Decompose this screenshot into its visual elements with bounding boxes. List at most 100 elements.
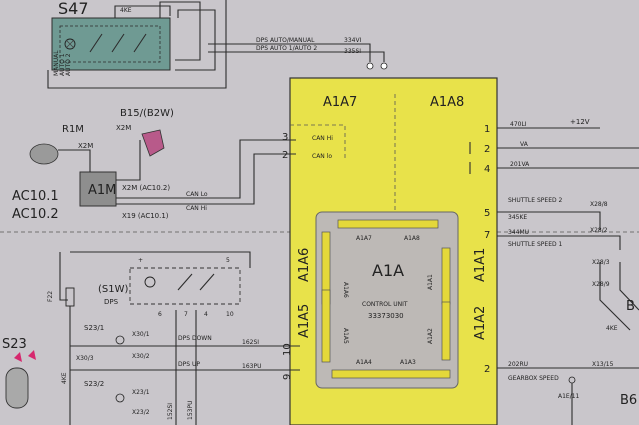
x30-3-label: X30/3 <box>76 355 94 362</box>
r1m-wire <box>58 149 91 172</box>
chip-a1a1: A1A1 <box>427 274 434 290</box>
r1m-label: R1M <box>62 124 84 135</box>
cu-divider-a1a7 <box>290 124 346 160</box>
cu-can-hi-label: CAN Hi <box>312 135 333 142</box>
cu-pin9-label: 9 <box>282 374 293 380</box>
a1m-label: A1M <box>88 183 116 198</box>
right-pin2: 2 <box>484 144 490 155</box>
f22-feed-wire <box>59 252 68 301</box>
x30-1-label: X30/1 <box>132 331 150 338</box>
connector-a1a2 <box>441 301 451 361</box>
wire-344mu <box>497 235 621 250</box>
x28-wire-down-b <box>619 262 639 311</box>
x19-label: X19 (AC10.1) <box>122 212 169 220</box>
s1w-pin-4: 4 <box>204 311 208 318</box>
chip-a1a8: A1A8 <box>404 235 420 242</box>
x28-3-label: X28/3 <box>592 259 610 266</box>
s23-joystick-icon <box>5 367 29 409</box>
s47-wire-right-b <box>175 9 216 71</box>
chip-control-unit-label: CONTROL UNIT <box>362 301 408 308</box>
bottom-4ke-label: 4KE <box>61 372 68 384</box>
s23-1-button-icon <box>115 335 125 345</box>
s1w-contact-a <box>177 273 193 291</box>
control-unit-chip <box>315 211 459 389</box>
cu-can-lo-label: CAN lo <box>312 153 332 160</box>
s47-contact-2 <box>111 33 125 53</box>
s47-wire-top <box>114 5 171 18</box>
right-4ke-label: 4KE <box>606 325 618 332</box>
right-pin1: 1 <box>484 124 490 135</box>
cu-a1a8-label: A1A8 <box>430 95 464 110</box>
s1w-pin-7: 7 <box>184 311 188 318</box>
b15-wire <box>116 140 141 181</box>
right-pin2b: 2 <box>484 364 490 375</box>
shuttle-speed2-label: SHUTTLE SPEED 2 <box>508 197 563 204</box>
wire-va-label: VA <box>520 141 529 148</box>
cu-pin2-left: 2 <box>282 150 288 161</box>
s47-inner-frame <box>59 25 161 63</box>
left-components: B15/(B2W) R1M X2M X2M A1M AC10.1 AC10.2 … <box>12 108 174 222</box>
pink-arrow-a-icon <box>14 352 22 362</box>
wire-345ke <box>497 211 601 230</box>
wire-152si-label: 152SI <box>167 403 174 420</box>
wire-334vi-line <box>208 43 371 62</box>
right-pin4: 4 <box>484 164 490 175</box>
dps-auto-manual-label: DPS AUTO/MANUAL <box>256 37 315 44</box>
s23-1-label: S23/1 <box>84 324 104 332</box>
x2m-label-a: X2M <box>116 124 131 132</box>
wire-334vi-label: 334VI <box>344 37 362 44</box>
wire-335si-line <box>208 51 385 62</box>
s1w-pin-10: 10 <box>226 311 234 318</box>
right-pin5: 5 <box>484 208 490 219</box>
dps-up-label: DPS UP <box>178 361 200 368</box>
chip-a1a6: A1A6 <box>342 282 349 298</box>
cu-pin10-label: 10 <box>282 343 293 356</box>
pin-8-terminal <box>380 62 388 70</box>
chip-part-number: 33373030 <box>368 312 404 320</box>
cu-a1a2-label: A1A2 <box>473 306 488 340</box>
wire-335si-label: 335SI <box>344 48 361 55</box>
x28-2-label: X28/2 <box>590 227 608 234</box>
shuttle-speed1-label: SHUTTLE SPEED 1 <box>508 241 563 248</box>
a1m-module <box>79 171 117 207</box>
x2m-ac-label: X2M (AC10.2) <box>122 184 170 192</box>
can-lo-wire <box>116 139 296 199</box>
connector-a1a4-a1a3 <box>331 369 451 379</box>
cu-a1a1-label: A1A1 <box>473 248 488 282</box>
s47-auto2: AUTO 2 <box>65 53 72 76</box>
dps-auto1-auto2-label: DPS AUTO 1/AUTO 2 <box>256 45 317 52</box>
s47-switch-group: S47 4KE MANUAL AUTO 1 AUTO 2 <box>51 0 171 76</box>
s23-2-label: S23/2 <box>84 380 104 388</box>
wire-4ke-top: 4KE <box>120 7 132 14</box>
f22-label: F22 <box>47 291 54 302</box>
ac10-1-label: AC10.1 <box>12 189 59 204</box>
wire-153pu-label: 153PU <box>187 401 194 420</box>
dps-down-label: DPS DOWN <box>178 335 212 342</box>
connector-a1a5 <box>321 289 331 363</box>
connector-a1a7-a1a8 <box>337 219 439 229</box>
s1w-pin-plus: + <box>138 257 143 264</box>
b15-label: B15/(B2W) <box>120 108 174 119</box>
can-hi-wire <box>116 153 296 205</box>
gearbox-speed-label: GEARBOX SPEED <box>508 375 559 382</box>
x23-1-label: X23/1 <box>132 389 150 396</box>
chip-a1a4: A1A4 <box>356 359 372 366</box>
wire-202ru-label: 202RU <box>508 361 528 368</box>
s47-manual: MANUAL <box>53 50 60 76</box>
wire-345ke-label: 345KE <box>508 214 527 221</box>
s1w-group: (S1W) DPS + 5 6 7 4 10 <box>98 257 241 318</box>
can-hi-wire-label: CAN Hi <box>186 205 207 212</box>
pin-7-terminal <box>366 62 374 70</box>
can-lo-wire-label: CAN Lo <box>186 191 208 198</box>
chip-a1a3: A1A3 <box>400 359 416 366</box>
s1w-label: (S1W) <box>98 284 128 295</box>
s1w-contact-b <box>199 273 215 291</box>
s47-lamp-icon <box>64 38 76 50</box>
s47-auto1: AUTO 1 <box>59 53 66 76</box>
x28-wire-down-a <box>599 262 631 331</box>
chip-a1a5: A1A5 <box>342 328 349 344</box>
s47-module <box>51 17 171 71</box>
s1w-pin-6: 6 <box>158 311 162 318</box>
s1w-pin-5: 5 <box>226 257 230 264</box>
